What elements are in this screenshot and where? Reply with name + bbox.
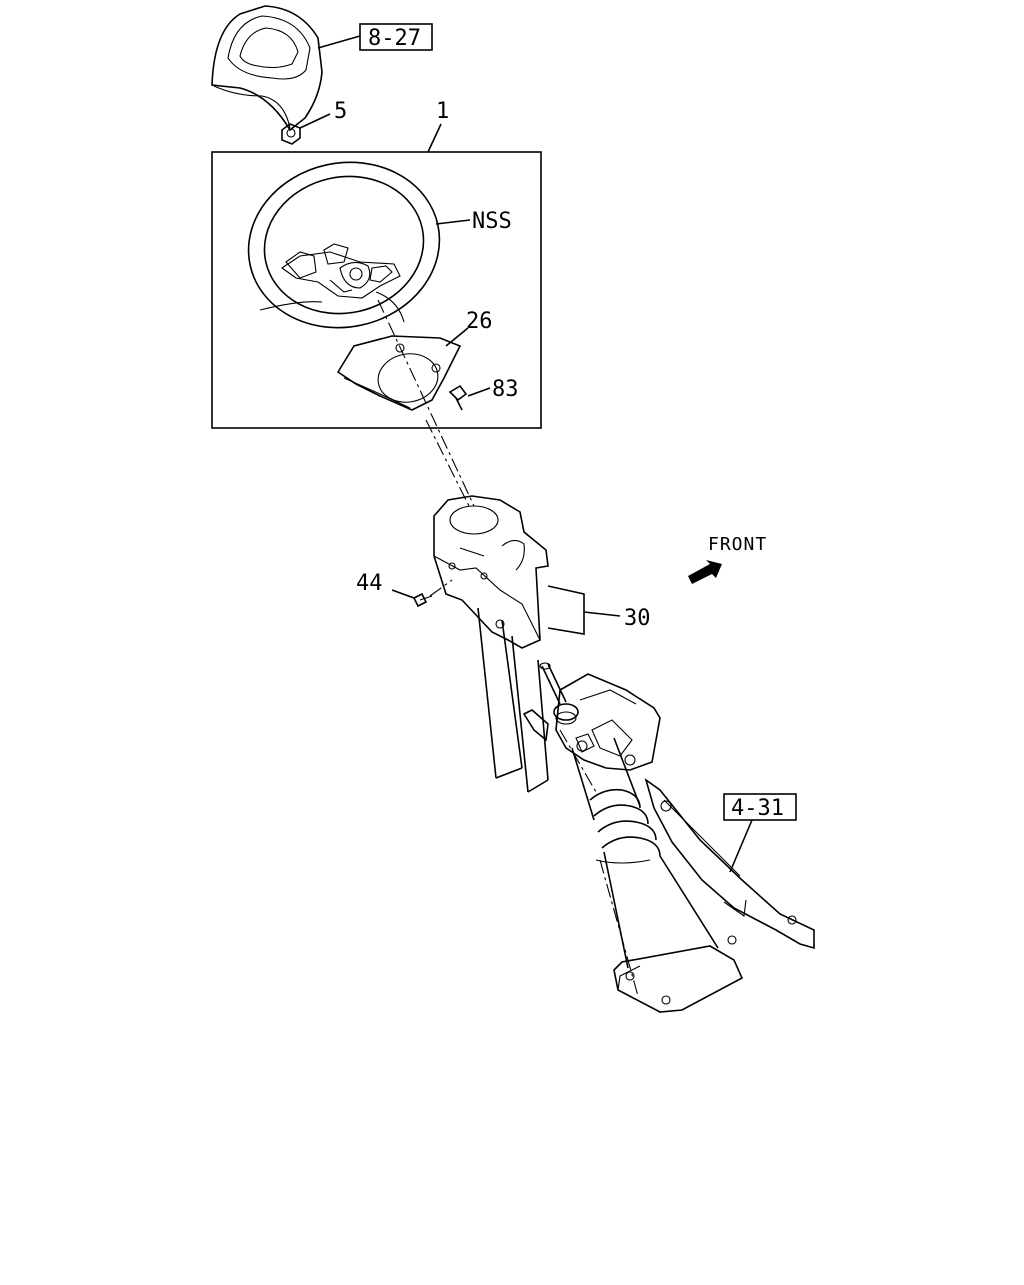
screw-44 [412,592,433,608]
column-cover-30 [433,495,549,649]
label-column-cover[interactable]: 30 [624,606,651,631]
steering-shaft [539,662,579,725]
front-label: FRONT [708,534,767,555]
leader-nut [299,113,331,129]
label-screw-44[interactable]: 44 [356,571,383,596]
ref-box-horn-pad [359,23,433,51]
label-not-serviced[interactable]: NSS [472,209,512,234]
leader-screw-83 [467,387,491,397]
steering-wheel [247,161,441,329]
front-arrow-icon [688,560,722,584]
leader-horn-pad [317,35,361,49]
center-axis-upper [377,299,475,507]
assembly-box [211,151,542,429]
leader-cover [445,327,469,347]
ref-box-column [723,793,797,821]
bracket-column-cover [547,585,585,635]
leader-column-ref [729,819,753,873]
screw-83 [448,384,468,411]
leader-nss [435,219,471,225]
cover-26 [336,335,462,411]
center-axis-mid [425,419,471,509]
leader-assy [427,123,442,153]
label-screw-83[interactable]: 83 [492,377,519,402]
horn-pad [211,5,323,132]
label-steering-wheel-assy[interactable]: 1 [436,99,449,124]
column-axis-1 [559,729,597,793]
screw-44-axis [429,579,453,597]
lower-cover-lines [477,607,549,793]
ref-column[interactable]: 4-31 [731,796,784,821]
steering-column [555,673,815,1013]
label-cover[interactable]: 26 [466,309,493,334]
label-nut[interactable]: 5 [334,99,347,124]
leader-screw-44 [391,589,415,599]
column-axis-2 [599,859,639,997]
nut-5 [281,123,301,145]
ref-horn-pad[interactable]: 8-27 [368,26,421,51]
leader-column-cover [583,611,621,617]
